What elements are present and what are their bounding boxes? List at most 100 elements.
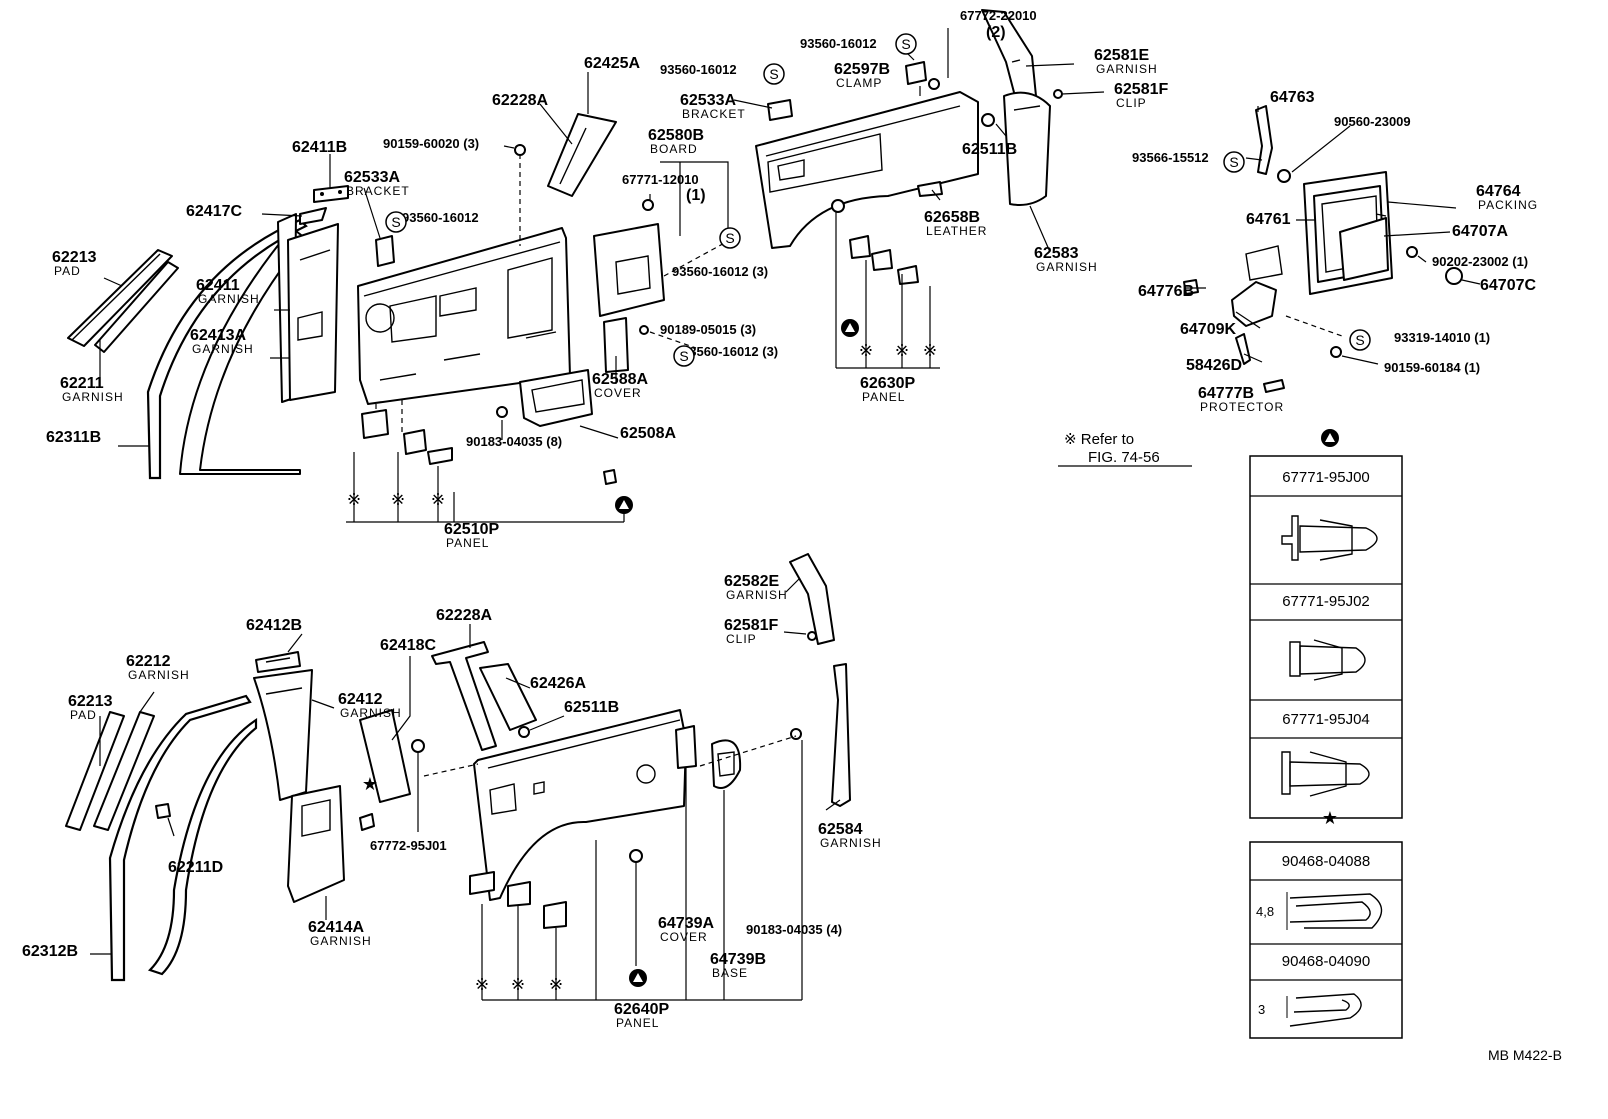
weatherstrip-62311B xyxy=(146,218,308,480)
part-number: 64764 xyxy=(1476,183,1521,200)
clip-62640P xyxy=(629,849,643,863)
part-description: PROTECTOR xyxy=(1200,400,1284,414)
pad-62213-upper xyxy=(67,249,173,347)
part-number: 90189-05015 (3) xyxy=(660,322,756,337)
part-label-l56: 62511B xyxy=(564,699,619,716)
part-description: GARNISH xyxy=(310,934,372,948)
part-number: 67771-12010 xyxy=(622,172,699,187)
part-label-l49: 62412B xyxy=(246,617,302,634)
part-number: 62630P xyxy=(860,375,915,392)
triangle-marker-icon xyxy=(629,969,647,987)
part-label-l04: 62411B xyxy=(292,139,347,156)
pillar-62418C xyxy=(359,709,411,803)
s-mark: S xyxy=(391,214,400,230)
part-number: 62580B xyxy=(648,127,704,144)
handle-cups-62640P xyxy=(469,871,567,929)
part-number: 64776B xyxy=(1138,283,1194,300)
star-marker-icon: ★ xyxy=(1322,808,1338,828)
weatherstrip-62312B xyxy=(108,694,258,982)
part-label-l53: 62418C xyxy=(380,637,436,654)
s-mark: S xyxy=(1229,154,1238,170)
part-number: 90560-23009 xyxy=(1334,114,1411,129)
part-number: 64739A xyxy=(658,915,714,932)
bracket-62533A-left xyxy=(375,235,395,267)
part-label-l27: (2) xyxy=(986,24,1006,41)
part-label-l60: 62312B xyxy=(22,943,78,960)
part-label-l35: 64763 xyxy=(1270,89,1315,106)
part-label-l37: 93566-15512 xyxy=(1132,150,1209,165)
part-description: GARNISH xyxy=(340,706,402,720)
note-mark-icon: ※ xyxy=(431,490,445,509)
part-number: 62311B xyxy=(46,429,101,446)
clip-star xyxy=(359,813,375,831)
clip-62581F-upper xyxy=(1053,89,1063,99)
part-number: 90202-23002 (1) xyxy=(1432,254,1528,269)
part-number: 62581F xyxy=(1114,81,1168,98)
bracket-62533A-center xyxy=(767,99,793,121)
pillar-62228A-upper xyxy=(547,113,617,197)
part-number: 62583 xyxy=(1034,245,1079,262)
part-number: 90159-60184 (1) xyxy=(1384,360,1480,375)
part-label-l23: 62508A xyxy=(620,425,676,442)
nut-90183-lower xyxy=(790,728,802,740)
part-number: 62414A xyxy=(308,919,364,936)
note-mark-icon: ※ xyxy=(859,341,873,360)
part-description: GARNISH xyxy=(1096,62,1158,76)
note-mark-icon: ※ xyxy=(511,975,525,994)
bracket-62412B xyxy=(255,651,301,673)
rod-58426D xyxy=(1235,333,1251,365)
part-number: 62597B xyxy=(834,61,890,78)
legend-clip-number: 90468-04088 xyxy=(1282,853,1370,870)
bracket-64763 xyxy=(1255,105,1273,175)
part-label-l17: (1) xyxy=(686,187,706,204)
note-mark-icon: ※ xyxy=(549,975,563,994)
leader-lines xyxy=(90,28,1481,1001)
part-description: PANEL xyxy=(446,536,489,550)
part-label-l62: 67772-95J01 xyxy=(370,838,447,853)
part-number: 62425A xyxy=(584,55,640,72)
part-label-l20: 93560-16012 (3) xyxy=(682,344,778,359)
part-number: 67772-22010 xyxy=(960,8,1037,23)
clamp-62597B xyxy=(905,61,927,85)
part-label-l13: 93560-16012 xyxy=(660,62,737,77)
hinge-64709K xyxy=(1231,245,1283,327)
part-number: 62581E xyxy=(1094,47,1149,64)
part-number: 62511B xyxy=(962,141,1017,158)
part-number: 62418C xyxy=(380,637,436,654)
part-number: 64707A xyxy=(1452,223,1508,240)
refer-note-line1: ※ Refer to xyxy=(1064,431,1134,448)
s-symbol-icon: S xyxy=(895,33,917,55)
part-number: 90183-04035 (8) xyxy=(466,434,562,449)
part-description: GARNISH xyxy=(198,292,260,306)
screw-90189 xyxy=(639,325,649,335)
clip-62630P xyxy=(831,199,845,213)
part-number: 67772-95J01 xyxy=(370,838,447,853)
garnish-62583 xyxy=(1003,91,1051,206)
leather-62658B xyxy=(917,181,943,197)
clip-67771-12010 xyxy=(642,199,654,211)
part-number: 62312B xyxy=(22,943,78,960)
legend-star-box xyxy=(1249,841,1403,1039)
part-description: BRACKET xyxy=(346,184,410,198)
part-number: 93560-16012 xyxy=(660,62,737,77)
clip-drawing-04090 xyxy=(1286,993,1362,1027)
part-description: GARNISH xyxy=(820,836,882,850)
garnish-62414A xyxy=(287,785,345,903)
clip-67772-22010 xyxy=(928,78,940,90)
part-label-l41: 90202-23002 (1) xyxy=(1432,254,1528,269)
clip-drawing-95J00 xyxy=(1281,515,1378,561)
protector-64777B xyxy=(1263,379,1285,393)
legend-clip-number: 67771-95J00 xyxy=(1282,469,1370,486)
part-label-l16: 67771-12010 xyxy=(622,172,699,187)
part-number: 62510P xyxy=(444,521,499,538)
part-number: (1) xyxy=(686,187,706,204)
